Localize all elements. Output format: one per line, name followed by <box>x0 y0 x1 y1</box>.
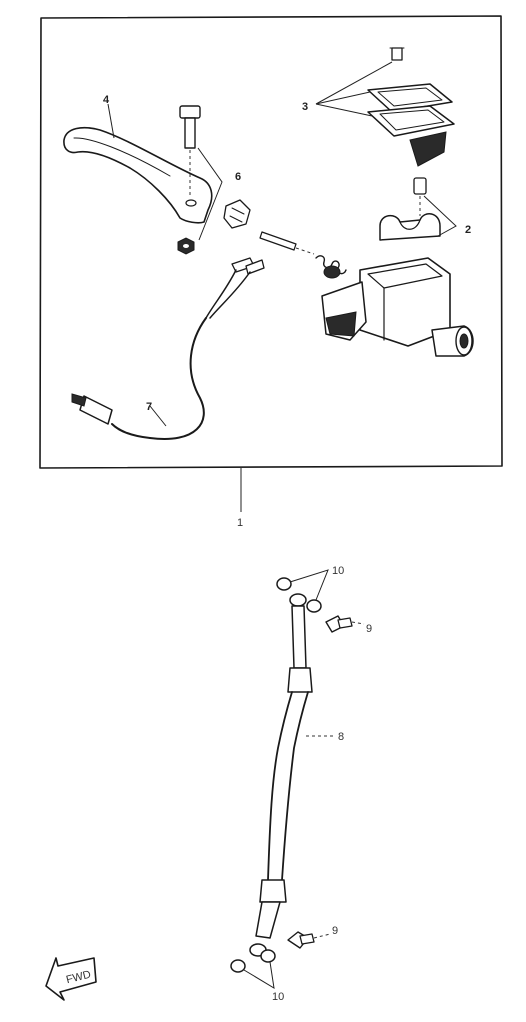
brake-hose <box>249 593 336 957</box>
callout-6: 6 <box>235 171 241 183</box>
union-bolts <box>287 615 365 949</box>
callout-9-bottom: 9 <box>332 925 338 937</box>
lever-pivot-nut <box>177 147 223 255</box>
fwd-badge-label: FWD <box>65 969 92 987</box>
callout-9-top: 9 <box>366 623 372 635</box>
master-cylinder-assembly-frame <box>39 15 503 512</box>
front-stop-switch <box>71 257 265 440</box>
copper-washers <box>230 569 329 989</box>
push-rod <box>259 231 315 255</box>
callout-3: 3 <box>302 101 308 113</box>
brake-lever <box>63 103 213 224</box>
callout-10-bottom: 10 <box>272 991 284 1003</box>
master-cylinder-body <box>321 257 474 357</box>
callout-10-top: 10 <box>332 565 344 577</box>
piston-spring <box>315 255 347 279</box>
lever-pivot-bolt <box>179 105 201 196</box>
handlebar-holder <box>379 177 457 241</box>
callout-4: 4 <box>103 94 110 106</box>
callout-1: 1 <box>237 517 243 529</box>
callout-7: 7 <box>146 401 152 413</box>
callout-2: 2 <box>465 224 471 236</box>
callout-8: 8 <box>338 731 344 743</box>
fwd-arrow-icon <box>45 957 97 1001</box>
reservoir-cap-set <box>315 47 455 167</box>
piston-boot <box>223 199 251 229</box>
